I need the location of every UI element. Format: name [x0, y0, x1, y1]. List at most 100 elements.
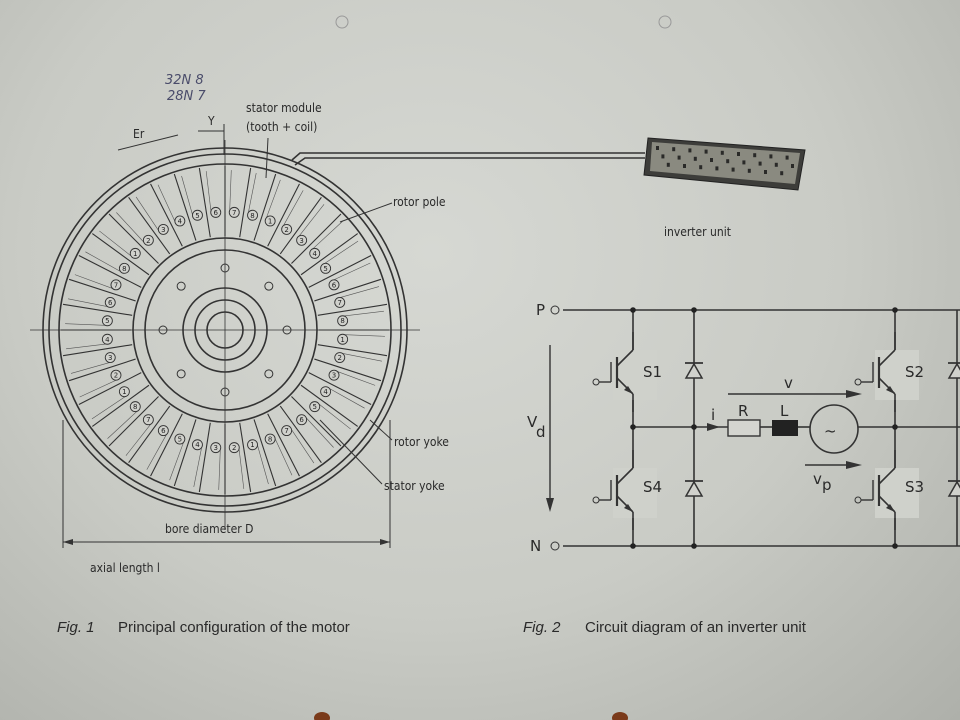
stator-tooth — [308, 372, 372, 405]
switch-s4 — [592, 450, 657, 530]
coil-winding — [157, 184, 176, 222]
tooth-number-circle — [228, 442, 240, 454]
pcb-component — [791, 164, 794, 168]
pcb-component — [774, 162, 778, 167]
tooth-number: 1 — [340, 336, 344, 344]
stator-tooth — [108, 396, 159, 447]
tooth-number-circle — [118, 386, 130, 398]
tooth-number-circle — [110, 369, 122, 381]
tooth-number-circle — [104, 352, 116, 363]
tooth-number: 5 — [105, 317, 109, 325]
junction-dots — [630, 307, 898, 549]
current-label: i — [711, 406, 715, 424]
tooth-number-circle — [228, 206, 240, 218]
inverter-circuit: ~ — [546, 305, 960, 551]
resistor-r — [727, 419, 761, 437]
gate-terminal[interactable] — [592, 496, 600, 504]
junction-dot — [892, 307, 898, 313]
vd-arrowhead — [546, 498, 554, 512]
tooth-number: 5 — [323, 265, 327, 273]
coil-winding — [125, 424, 151, 456]
punch-hole — [335, 15, 349, 29]
binder-ring — [314, 712, 330, 720]
stator-module-label: stator module — [246, 101, 322, 115]
pcb-component — [737, 152, 740, 156]
stator-tooth — [253, 419, 277, 487]
tooth-number: 1 — [133, 250, 137, 258]
tooth-number: 4 — [105, 336, 110, 344]
tooth-number: 7 — [114, 281, 118, 289]
er-label: Er — [133, 127, 145, 141]
p-terminal[interactable] — [550, 305, 560, 315]
tooth-number: 6 — [214, 209, 219, 217]
pcb-component — [683, 164, 686, 168]
hub-bolt — [264, 281, 274, 291]
axial-length-label: axial length l — [90, 561, 160, 575]
stator-tooth — [279, 196, 322, 255]
fig2-caption-prefix: Fig. 2 — [523, 619, 561, 636]
coil-winding — [324, 240, 359, 264]
tooth-number-circle — [101, 333, 113, 345]
pcb-component — [666, 162, 670, 167]
pcb-component — [720, 150, 724, 155]
junction-dot — [630, 307, 636, 313]
tooth-number-circle — [210, 442, 222, 454]
n-terminal[interactable] — [550, 541, 560, 551]
coil-winding — [116, 212, 144, 243]
current-arrow — [707, 423, 720, 431]
punch-hole — [658, 15, 672, 29]
coil-winding — [91, 396, 126, 420]
tooth-number-circle — [247, 209, 258, 221]
stator-tooth — [108, 213, 159, 264]
vd-label: V — [527, 413, 538, 431]
p-label: P — [536, 301, 545, 319]
stator-tooth — [317, 344, 388, 357]
coil-winding — [312, 221, 343, 249]
gate-terminal[interactable] — [854, 378, 862, 386]
coil-winding — [344, 334, 385, 337]
coil-winding — [337, 371, 376, 386]
coil-winding — [99, 230, 131, 256]
junction-dot — [630, 543, 636, 549]
tooth-number-circle — [328, 369, 340, 381]
cable — [291, 152, 645, 161]
coil-winding — [333, 262, 371, 281]
r-label: R — [738, 402, 748, 420]
tooth-number: 6 — [299, 416, 304, 424]
tooth-number-circle — [328, 279, 340, 291]
gate-terminal[interactable] — [592, 378, 600, 386]
junction-dot — [691, 543, 697, 549]
stator-tooth — [291, 396, 342, 447]
gate-terminal[interactable] — [854, 496, 862, 504]
coil-winding — [79, 379, 117, 398]
diode — [684, 480, 704, 497]
stator-yoke-leader — [319, 419, 383, 485]
tooth-number-circle — [142, 414, 154, 426]
tooth-number-circle — [320, 262, 332, 274]
tooth-number-circle — [264, 215, 276, 227]
coil-winding — [146, 434, 167, 470]
tooth-number: 4 — [312, 250, 317, 258]
stator-tooth — [91, 233, 150, 276]
tooth-number-circle — [309, 401, 321, 413]
rotor-pole-label: rotor pole — [393, 195, 446, 209]
tooth-number: 4 — [178, 217, 183, 225]
vp-subscript: p — [822, 476, 832, 494]
tooth-number: 3 — [332, 372, 336, 380]
coil-winding — [169, 442, 184, 481]
tooth-number: 4 — [323, 388, 328, 396]
tooth-number-circle — [129, 247, 141, 259]
stator-tooth — [68, 358, 136, 382]
tooth-number-circle — [129, 401, 141, 413]
tooth-number: 1 — [268, 217, 272, 225]
tooth-number-circle — [118, 262, 130, 274]
stator-tooth — [314, 358, 382, 382]
pcb-component — [731, 167, 735, 172]
stator-tooth — [68, 278, 136, 302]
handwritten-note-2: 28N 7 — [167, 89, 206, 104]
tooth-number-circle — [192, 439, 203, 451]
diode — [684, 362, 704, 379]
stator-tooth — [128, 405, 171, 464]
coil-winding — [274, 438, 293, 476]
tooth-number: 2 — [338, 354, 342, 362]
